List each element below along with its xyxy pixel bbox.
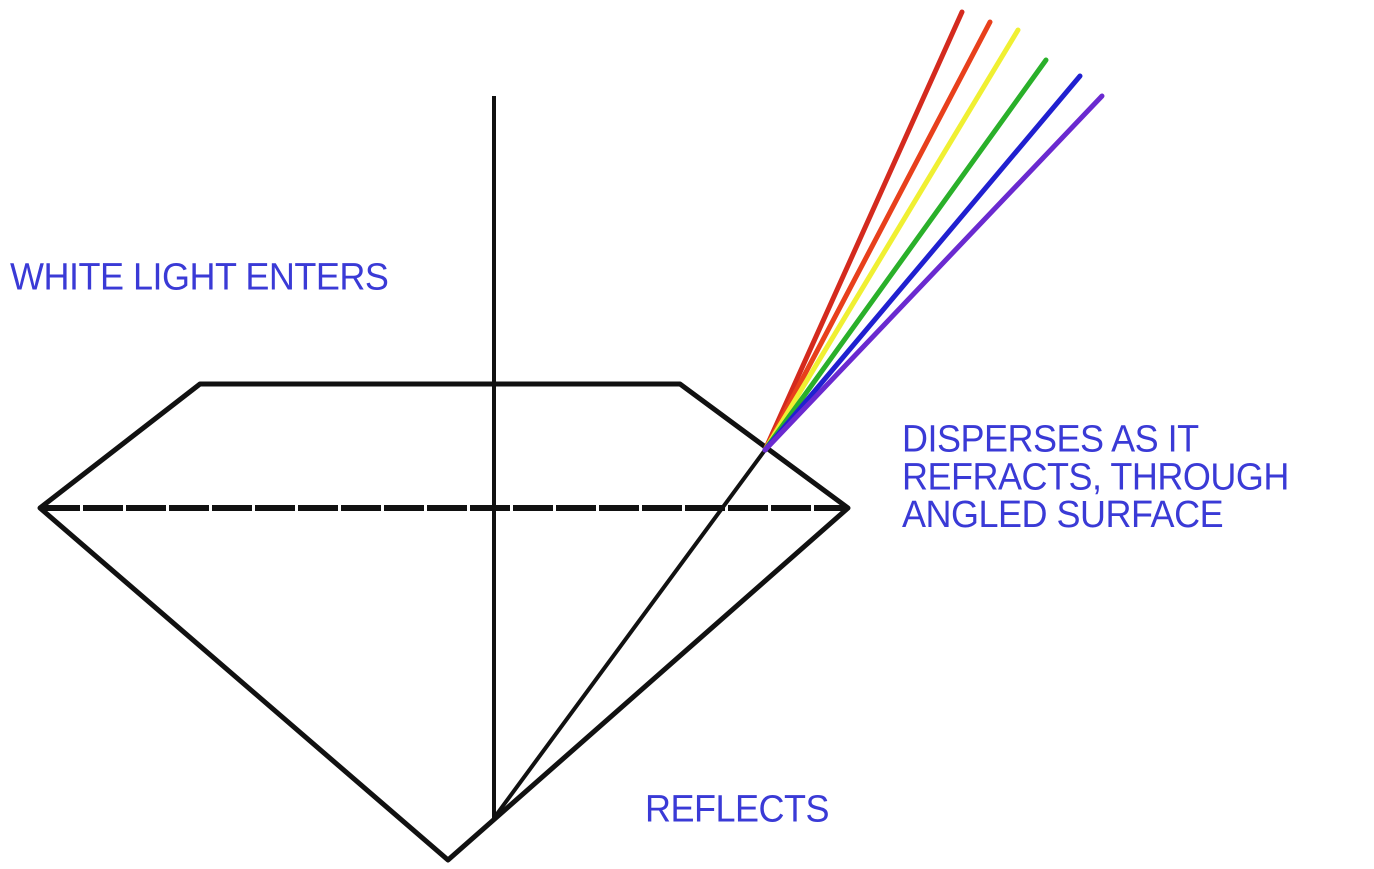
spectrum-ray-blue xyxy=(762,73,1083,453)
label-white-light-enters: WHITE LIGHT ENTERS xyxy=(10,254,389,298)
label-disperses-line3: ANGLED SURFACE xyxy=(902,492,1224,536)
spectrum-ray-green xyxy=(762,57,1049,453)
label-disperses-line2: REFRACTS, THROUGH xyxy=(902,454,1289,498)
reflected-light-ray xyxy=(492,448,767,820)
diamond-outline xyxy=(37,381,851,863)
spectrum-ray-orange-red xyxy=(762,19,993,453)
label-reflects: REFLECTS xyxy=(645,786,830,830)
spectrum-ray-violet xyxy=(762,93,1105,453)
spectrum-ray-yellow xyxy=(762,27,1021,453)
dispersed-spectrum xyxy=(762,9,1105,453)
label-disperses: DISPERSES AS IT REFRACTS, THROUGH ANGLED… xyxy=(902,416,1289,536)
label-disperses-line1: DISPERSES AS IT xyxy=(902,416,1199,460)
spectrum-ray-red xyxy=(762,9,965,453)
